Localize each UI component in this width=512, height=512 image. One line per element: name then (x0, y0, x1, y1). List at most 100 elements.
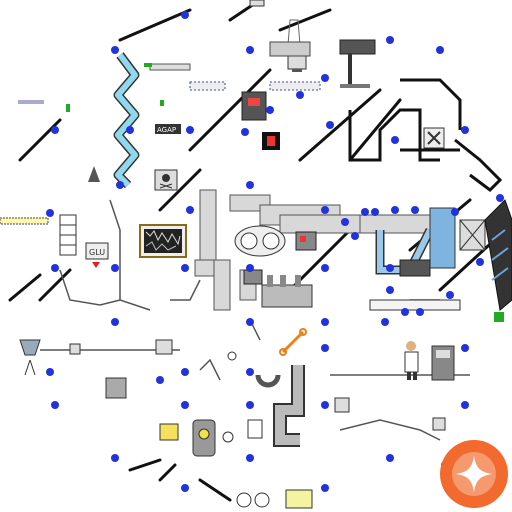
fan-icon (423, 127, 445, 149)
waypoint-node[interactable] (436, 46, 444, 54)
waypoint-node[interactable] (181, 484, 189, 492)
waypoint-node[interactable] (246, 401, 254, 409)
waypoint-node[interactable] (111, 46, 119, 54)
yellow-robot (192, 419, 216, 457)
waypoint-nodes (46, 11, 504, 492)
ai-assistant-button[interactable] (440, 440, 508, 508)
waypoint-node[interactable] (126, 126, 134, 134)
waypoint-node[interactable] (386, 264, 394, 272)
lab-flask (247, 419, 263, 439)
waypoint-node[interactable] (416, 308, 424, 316)
waypoint-node[interactable] (246, 368, 254, 376)
waypoint-node[interactable] (296, 91, 304, 99)
waypoint-node[interactable] (371, 208, 379, 216)
waypoint-node[interactable] (361, 208, 369, 216)
waypoint-node[interactable] (246, 454, 254, 462)
waypoint-node[interactable] (386, 36, 394, 44)
waypoint-node[interactable] (386, 286, 394, 294)
skull-crate (154, 169, 178, 191)
sparkle-icon (452, 452, 496, 496)
scientist-character (404, 341, 419, 380)
waypoint-node[interactable] (411, 206, 419, 214)
waypoint-node[interactable] (46, 209, 54, 217)
blue-duct-machine (375, 199, 512, 311)
waypoint-node[interactable] (326, 121, 334, 129)
waypoint-node[interactable] (321, 344, 329, 352)
red-button-panel (241, 91, 267, 121)
ladder (59, 214, 77, 256)
robot-claw (19, 339, 41, 376)
waypoint-node[interactable] (116, 181, 124, 189)
cone-figure (88, 166, 100, 182)
waypoint-node[interactable] (341, 218, 349, 226)
waypoint-node[interactable] (321, 206, 329, 214)
yellow-rail (0, 217, 49, 225)
svg-text:AGAP: AGAP (157, 126, 176, 134)
waypoint-node[interactable] (476, 258, 484, 266)
walking-machine (243, 231, 317, 285)
waypoint-node[interactable] (351, 232, 359, 240)
static-tv-screen (139, 224, 187, 258)
waypoint-node[interactable] (461, 401, 469, 409)
gear-pair (236, 489, 313, 509)
square-panel (334, 397, 446, 431)
grey-pipe-l (273, 365, 305, 447)
green-marker (494, 312, 504, 322)
waypoint-node[interactable] (51, 401, 59, 409)
waypoint-node[interactable] (111, 318, 119, 326)
trash-bin (105, 377, 127, 399)
agap-sign: AGAP (155, 124, 181, 134)
svg-text:GLU: GLU (89, 248, 105, 257)
waypoint-node[interactable] (246, 181, 254, 189)
small-green-dot (66, 63, 164, 112)
waypoint-node[interactable] (401, 308, 409, 316)
waypoint-node[interactable] (321, 484, 329, 492)
waypoint-node[interactable] (246, 264, 254, 272)
waypoint-node[interactable] (321, 318, 329, 326)
waypoint-node[interactable] (381, 318, 389, 326)
waypoint-node[interactable] (51, 126, 59, 134)
waypoint-node[interactable] (391, 136, 399, 144)
flag-marker (18, 0, 265, 104)
zigzag-pipe (113, 52, 140, 189)
arch-building (348, 78, 503, 192)
folder-sign (159, 423, 179, 441)
waypoint-node[interactable] (156, 376, 164, 384)
waypoint-node[interactable] (246, 46, 254, 54)
waypoint-node[interactable] (111, 264, 119, 272)
waypoint-node[interactable] (461, 126, 469, 134)
waypoint-node[interactable] (461, 344, 469, 352)
waypoint-node[interactable] (451, 208, 459, 216)
small-computer (69, 339, 173, 355)
waypoint-node[interactable] (181, 368, 189, 376)
waypoint-node[interactable] (391, 206, 399, 214)
waypoint-node[interactable] (241, 128, 249, 136)
waypoint-node[interactable] (181, 264, 189, 272)
waypoint-node[interactable] (321, 74, 329, 82)
waypoint-node[interactable] (181, 11, 189, 19)
waypoint-node[interactable] (446, 291, 454, 299)
factory-building (261, 275, 313, 308)
waypoint-node[interactable] (51, 264, 59, 272)
computer-terminal (287, 54, 307, 72)
conveyor-belt-right (369, 299, 461, 311)
waypoint-node[interactable] (386, 454, 394, 462)
orange-wrench (279, 328, 307, 356)
waypoint-node[interactable] (246, 318, 254, 326)
pylon-antenna (269, 19, 311, 57)
waypoint-node[interactable] (181, 401, 189, 409)
waypoint-node[interactable] (46, 368, 54, 376)
keypad-panel (262, 132, 280, 150)
waypoint-node[interactable] (186, 206, 194, 214)
waypoint-node[interactable] (496, 194, 504, 202)
waypoint-node[interactable] (186, 126, 194, 134)
horseshoe-magnet (255, 374, 281, 388)
waypoint-node[interactable] (266, 106, 274, 114)
waypoint-node[interactable] (111, 454, 119, 462)
waypoint-node[interactable] (321, 401, 329, 409)
reactor-tank (234, 225, 286, 257)
crane-tower (339, 39, 376, 88)
waypoint-node[interactable] (321, 264, 329, 272)
control-cabinet (431, 345, 455, 381)
